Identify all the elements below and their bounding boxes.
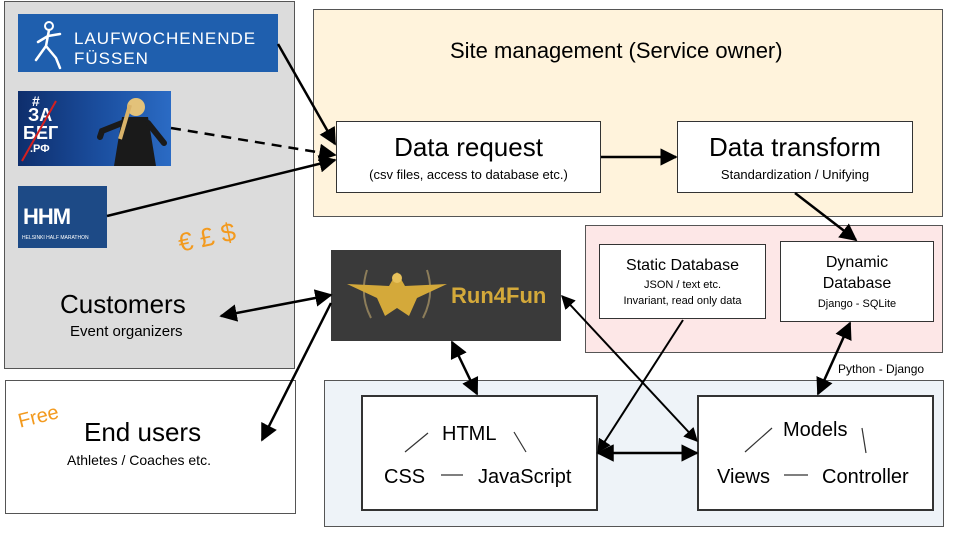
css-label: CSS <box>384 466 426 488</box>
python-django-label: Python - Django <box>838 362 925 376</box>
data-transform-subtitle: Standardization / Unifying <box>720 167 870 182</box>
site-management-title: Site management (Service owner) <box>450 38 783 63</box>
views-label: Views <box>717 466 770 488</box>
arrow-laufwochenende-to-request <box>276 43 337 146</box>
arrow-customers-run4fun <box>219 289 333 322</box>
data-request-title: Data request <box>394 132 543 162</box>
data-request-box: Data request (csv files, access to datab… <box>336 121 601 193</box>
javascript-label: JavaScript <box>478 466 572 488</box>
dynamic-db-subtitle: Django - SQLite <box>817 298 897 310</box>
arrow-zabeg-to-request <box>170 126 337 162</box>
backend-box: Models Views Controller <box>697 395 934 511</box>
arrow-run4fun-backend <box>561 294 698 443</box>
frontend-tick-left <box>404 432 429 453</box>
hhm-mark: HHM <box>23 204 71 229</box>
frontend-tick-right <box>513 431 527 453</box>
laufwochenende-text-2: FÜSSEN <box>74 49 149 68</box>
dynamic-database-box: Dynamic Database Django - SQLite <box>780 241 934 322</box>
run4fun-text: Run4Fun <box>451 283 547 308</box>
data-transform-box: Data transform Standardization / Unifyin… <box>677 121 913 193</box>
eagle-emblem <box>347 269 447 319</box>
zabeg-text-3: .РФ <box>30 143 50 155</box>
arrow-transform-to-dynamic-db <box>794 192 858 242</box>
zabeg-hash: # <box>32 93 40 109</box>
end-users-title: End users <box>84 417 202 447</box>
arrow-run4fun-frontend <box>450 340 479 396</box>
backend-tick-left <box>744 427 773 453</box>
helsinki-half-marathon-logo: HHM HELSINKI HALF MARATHON <box>18 186 107 248</box>
customers-subtitle: Event organizers <box>70 323 183 340</box>
data-request-subtitle: (csv files, access to database etc.) <box>369 167 568 182</box>
end-users-panel <box>5 380 296 514</box>
customers-title: Customers <box>60 289 186 319</box>
arrow-run4fun-to-end-users <box>260 302 333 442</box>
frontend-box: HTML CSS JavaScript <box>361 395 598 511</box>
html-label: HTML <box>442 423 497 445</box>
athlete-photo <box>21 98 167 166</box>
arrow-dynamic-db-backend <box>816 321 852 396</box>
end-users-subtitle: Athletes / Coaches etc. <box>67 452 211 468</box>
dynamic-db-title-2: Database <box>822 275 892 292</box>
data-transform-title: Data transform <box>709 132 881 162</box>
arrow-static-db-to-frontend <box>597 319 684 454</box>
static-db-line1: JSON / text etc. <box>643 279 722 291</box>
controller-label: Controller <box>822 466 909 488</box>
models-label: Models <box>783 419 848 441</box>
laufwochenende-logo: LAUFWOCHENENDE FÜSSEN <box>18 14 278 72</box>
laufwochenende-text-1: LAUFWOCHENENDE <box>74 29 257 48</box>
backend-tick-right <box>861 427 867 454</box>
arrow-hhm-to-request <box>106 155 337 218</box>
hhm-caption: HELSINKI HALF MARATHON <box>22 235 89 241</box>
static-db-title: Static Database <box>626 257 739 274</box>
run4fun-logo: Run4Fun <box>331 250 561 341</box>
zabeg-text-2: БЕГ <box>23 123 59 143</box>
dynamic-db-title-1: Dynamic <box>825 254 889 271</box>
runner-icon <box>34 21 62 70</box>
zabeg-logo: # ЗА БЕГ .РФ <box>18 91 171 166</box>
